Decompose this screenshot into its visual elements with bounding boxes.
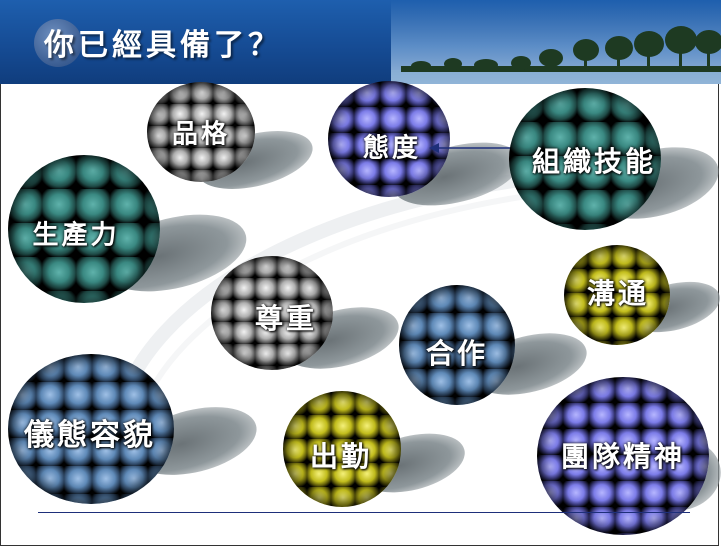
- bubble-label: 儀態容貌: [24, 418, 156, 453]
- banner-landscape-image: [391, 0, 721, 84]
- bubble-communication: [564, 245, 670, 345]
- bubble-character: [147, 82, 255, 182]
- bubble-appearance: [8, 354, 174, 504]
- bubble-label: 生產力: [32, 220, 120, 251]
- bubble-label: 合作: [425, 337, 489, 370]
- footer-divider: [38, 512, 690, 513]
- bubble-attitude: [328, 81, 450, 197]
- bubble-label: 溝通: [586, 277, 650, 310]
- bubble-label: 組織技能: [531, 145, 657, 178]
- slide-title: 你已經具備了？: [44, 28, 282, 63]
- bubble-organizational-skills: [509, 88, 661, 230]
- bubble-teamwork: [537, 377, 709, 535]
- tree-line-icon: [391, 26, 721, 84]
- title-accent-disc: [34, 19, 82, 67]
- bubble-respect: [211, 256, 333, 370]
- bubble-label: 態度: [362, 133, 422, 164]
- bubble-label: 團隊精神: [560, 440, 686, 473]
- bubble-label: 尊重: [254, 302, 318, 335]
- bubble-cooperation: [399, 285, 515, 405]
- bubble-label: 品格: [171, 119, 231, 150]
- bubble-label: 出勤: [309, 440, 373, 473]
- title-banner: 你已經具備了？: [0, 0, 721, 84]
- bubble-productivity: [8, 155, 160, 303]
- bubble-attendance: [283, 391, 401, 507]
